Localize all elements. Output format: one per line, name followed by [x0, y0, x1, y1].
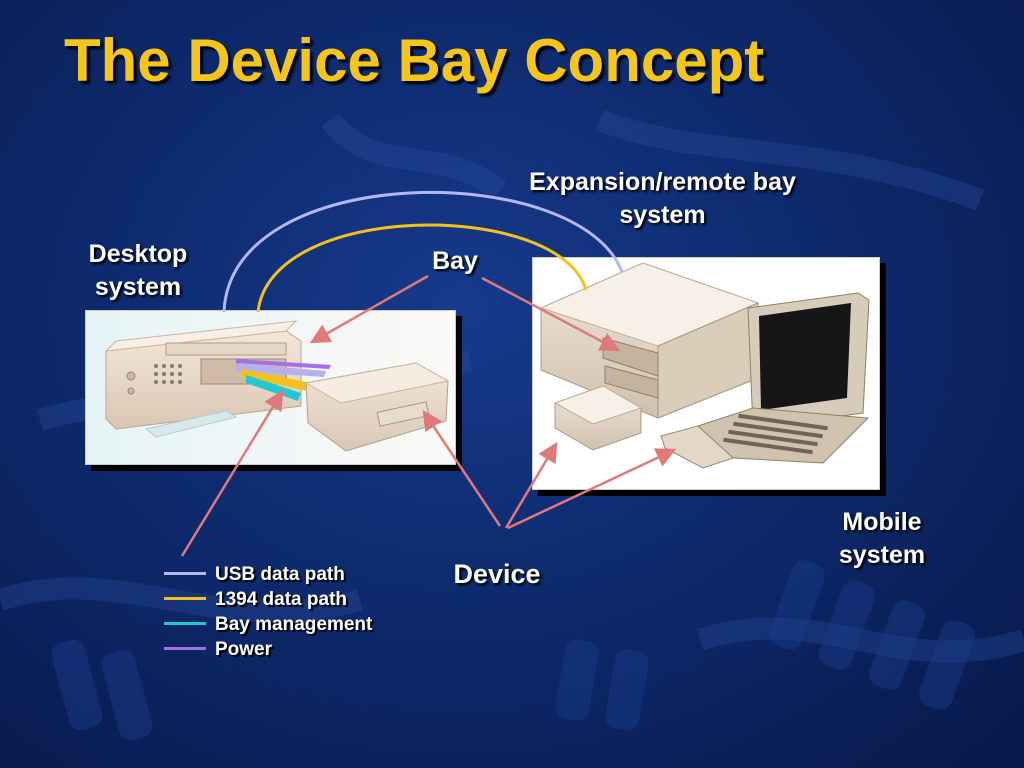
- mobile-system-label: Mobile system: [838, 508, 926, 569]
- legend-label: USB data path: [215, 564, 345, 585]
- desktop-computer-icon: [86, 311, 455, 464]
- desktop-system-label: Desktop system: [88, 240, 188, 301]
- usb-line-swatch: [164, 572, 206, 575]
- power-line-swatch: [164, 647, 206, 650]
- device-module-icon: [304, 362, 450, 452]
- bay-management-line-swatch: [164, 622, 206, 625]
- expansion-tower-icon: [539, 262, 870, 469]
- desktop-photo: [85, 310, 456, 465]
- laptop-icon: [660, 292, 870, 469]
- slide-title: The Device Bay Concept: [64, 27, 765, 94]
- line-1394-swatch: [164, 597, 206, 600]
- legend-label: Bay management: [215, 614, 373, 635]
- legend-label: 1394 data path: [215, 589, 347, 610]
- legend-label: Power: [215, 639, 273, 660]
- device-label: Device: [453, 559, 541, 589]
- expansion-remote-bay-label: Expansion/remote bay system: [529, 168, 796, 229]
- bay-label: Bay: [432, 247, 478, 275]
- mobile-expansion-photo: [532, 257, 880, 490]
